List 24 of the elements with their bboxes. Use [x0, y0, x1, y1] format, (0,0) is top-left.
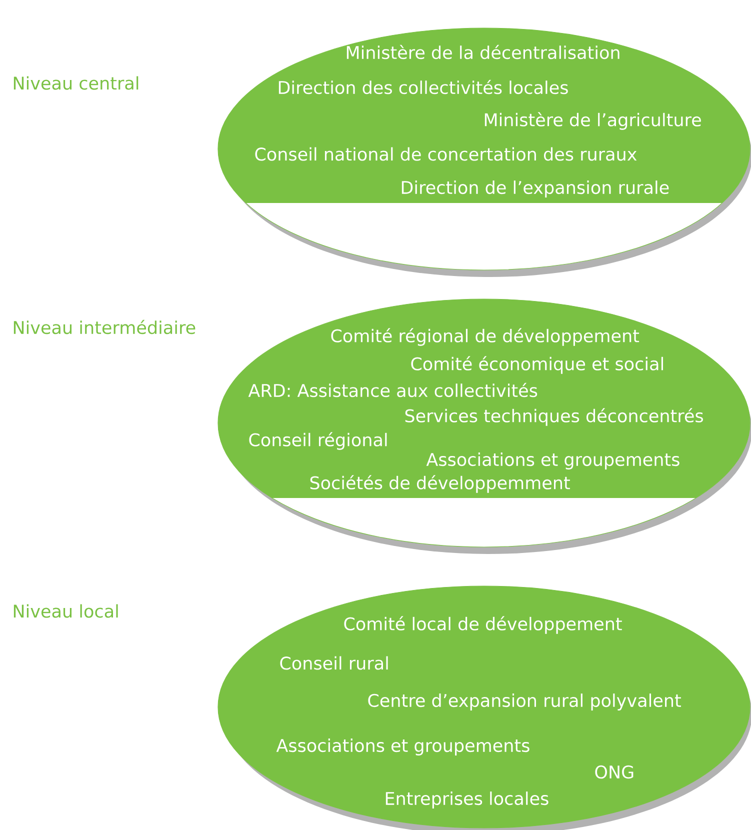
- oval-text: Direction de l’expansion rurale: [402, 180, 669, 198]
- oval-text: Direction des collectivités locales: [278, 80, 568, 94]
- oval-shape: [218, 586, 751, 830]
- oval-text: ARD: Assistance aux collectivités: [248, 382, 538, 398]
- oval-text: Conseil rural: [280, 656, 388, 670]
- oval-text: Services techniques déconcentrés: [405, 408, 703, 426]
- oval-text: Conseil national de concertation des ruraux: [255, 147, 637, 161]
- level-label: Niveau central: [14, 76, 138, 90]
- oval-text: Associations et groupements: [276, 738, 530, 756]
- oval-shape: [218, 298, 751, 554]
- oval-text: Ministère de l’agriculture: [484, 112, 701, 130]
- level-label: Niveau intermédiaire: [14, 320, 196, 334]
- oval-text: Comité local de développement: [344, 616, 622, 634]
- oval-shape: [218, 28, 751, 277]
- oval-text: Comité économique et social: [411, 356, 663, 374]
- level-label: Niveau local: [14, 604, 118, 618]
- oval-text: ONG: [595, 765, 634, 779]
- oval-text: Centre d’expansion rural polyvalent: [368, 694, 681, 710]
- oval-text: Entreprises locales: [386, 792, 548, 808]
- oval-text: Associations et groupements: [426, 452, 680, 470]
- oval-text: Conseil régional: [249, 432, 387, 450]
- oval-text: Ministère de la décentralisation: [346, 44, 620, 60]
- oval-text: Comité régional de développement: [331, 328, 640, 346]
- oval-text: Sociétés de développemment: [310, 475, 570, 493]
